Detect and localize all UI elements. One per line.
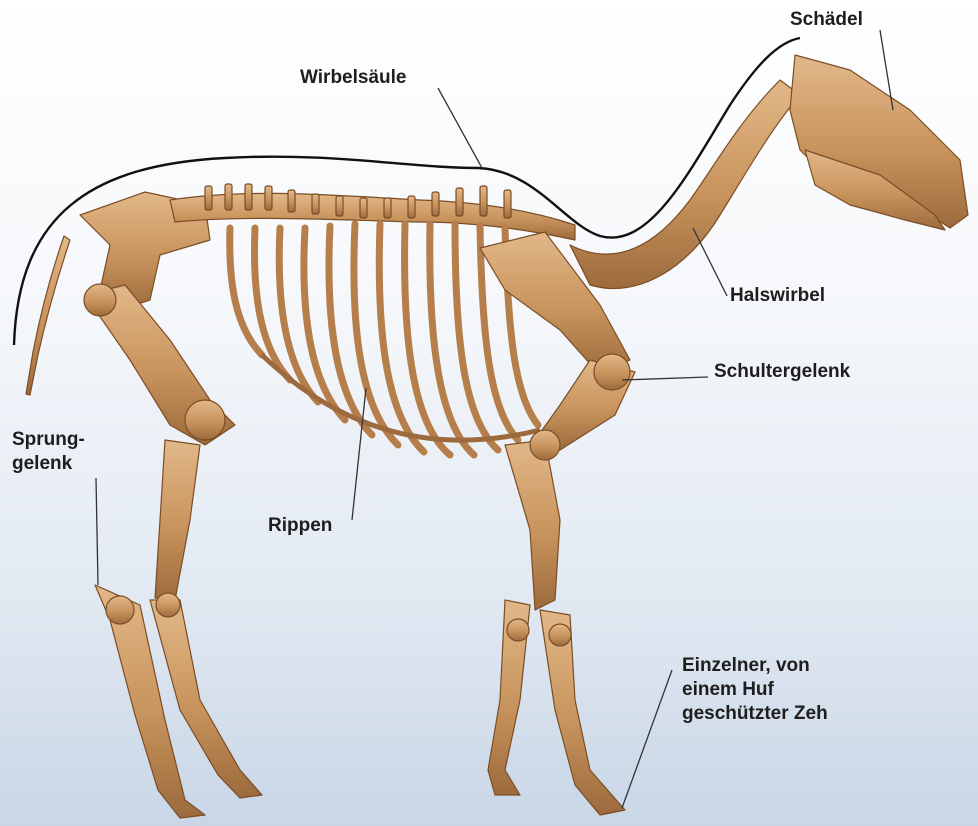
hock-label-line-1: Sprung- [12, 428, 85, 452]
spine-leader [438, 88, 482, 168]
ribs-label: Rippen [268, 514, 332, 538]
toe-leader [622, 670, 672, 808]
hock-label-line-2: gelenk [12, 452, 85, 476]
tail-bones [26, 236, 70, 395]
hock-label: Sprung- gelenk [12, 428, 85, 476]
spine-label: Wirbelsäule [300, 66, 406, 90]
skull-label: Schädel [790, 8, 863, 32]
shoulder-joint-label: Schultergelenk [714, 360, 850, 384]
scapula [480, 232, 630, 375]
toe-label-line-2: einem Huf [682, 678, 828, 702]
tibia [155, 440, 200, 600]
hock-leader [96, 478, 98, 585]
neck-leader [693, 228, 727, 296]
toe-label: Einzelner, von einem Huf geschützter Zeh [682, 654, 828, 726]
neck-vertebrae-label: Halswirbel [730, 284, 825, 308]
neck-vertebrae [570, 80, 800, 289]
shoulder-leader [622, 377, 708, 380]
toe-label-line-1: Einzelner, von [682, 654, 828, 678]
forearm [505, 440, 560, 610]
toe-label-line-3: geschützter Zeh [682, 702, 828, 726]
